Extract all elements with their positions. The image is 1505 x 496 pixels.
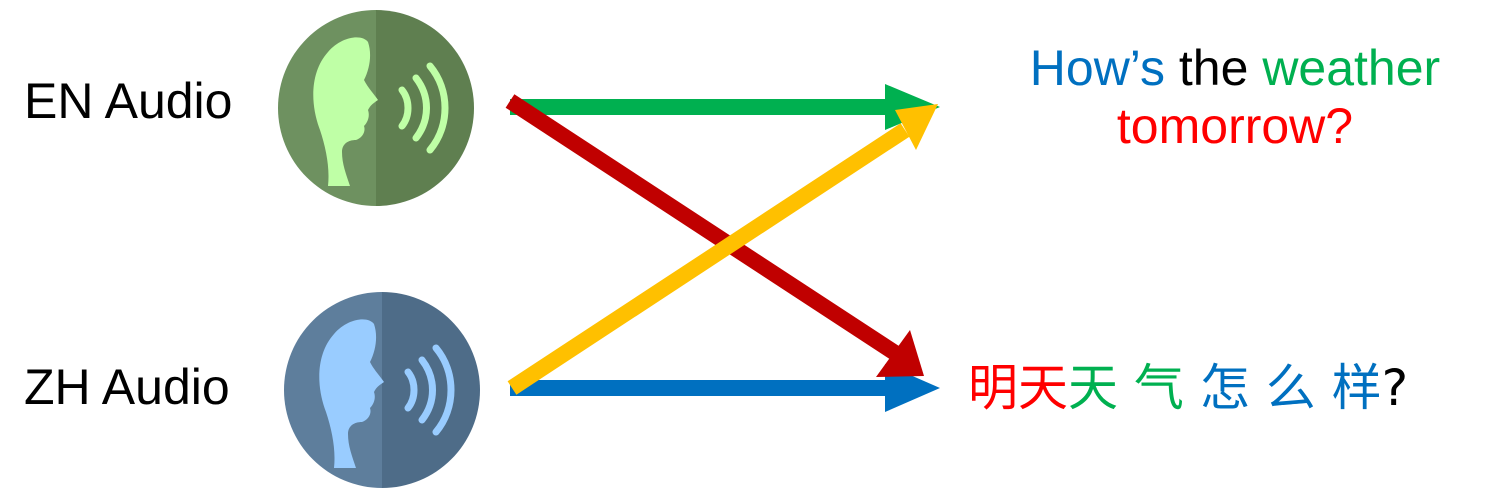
zh-question-mark: ? <box>1381 359 1409 417</box>
zh-char-me: 么 <box>1265 359 1332 417</box>
arrow-zh-to-zh <box>510 364 940 412</box>
zh-word-mingtian: 明天 <box>968 359 1068 417</box>
en-audio-label: EN Audio <box>24 73 233 129</box>
en-sentence-line1: How’s the weather <box>972 40 1498 98</box>
arrow-en-to-en <box>510 84 940 130</box>
en-sentence-line2: tomorrow? <box>972 98 1498 156</box>
arrow-zh-to-en <box>507 104 938 395</box>
zh-char-yang: 样 <box>1331 359 1382 417</box>
zh-char-tian: 天 <box>1068 359 1134 417</box>
en-word-hows: How’s <box>1029 40 1166 96</box>
zh-char-zen: 怎 <box>1199 359 1266 417</box>
en-word-the: the <box>1165 40 1263 96</box>
zh-char-qi: 气 <box>1133 359 1200 417</box>
en-sentence: How’s the weather tomorrow? <box>972 40 1498 155</box>
zh-speaking-head-icon <box>284 292 480 488</box>
en-word-tomorrow: tomorrow? <box>1116 97 1354 154</box>
en-speaking-head-icon <box>278 10 474 206</box>
arrow-en-to-zh <box>505 94 924 377</box>
zh-audio-label: ZH Audio <box>24 359 230 415</box>
en-word-weather: weather <box>1262 40 1441 96</box>
zh-sentence: 明天天 气 怎 么 样? <box>968 359 1505 418</box>
